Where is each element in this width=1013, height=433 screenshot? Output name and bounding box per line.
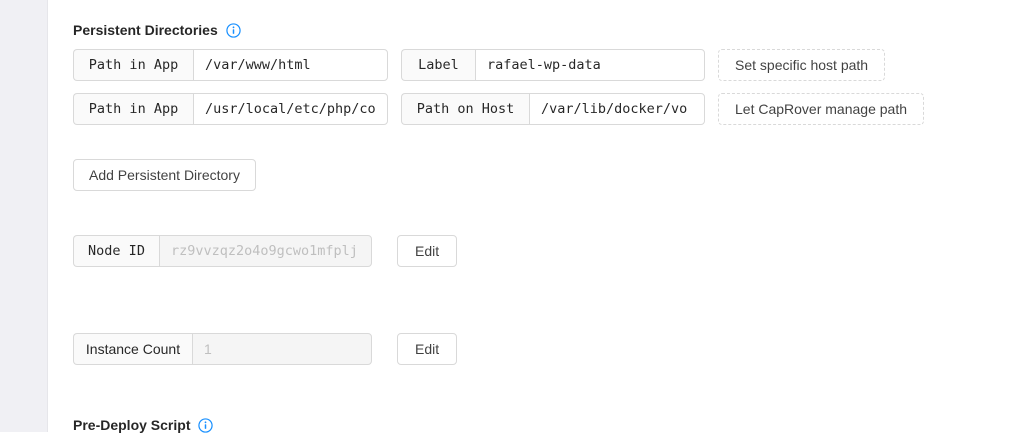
path-on-host-label-2: Path on Host	[401, 93, 529, 125]
settings-content-area: Persistent Directories Path in App /var/…	[49, 0, 1013, 433]
label-group-1: Label rafael-wp-data	[401, 49, 705, 81]
persistent-directories-heading: Persistent Directories	[73, 22, 241, 38]
left-sidebar-rail	[0, 0, 48, 432]
path-on-host-group-2: Path on Host /var/lib/docker/vo	[401, 93, 705, 125]
persistent-directory-row: Path in App /var/www/html Label rafael-w…	[73, 49, 886, 81]
path-in-app-group-1: Path in App /var/www/html	[73, 49, 388, 81]
instance-count-input[interactable]: 1	[192, 333, 372, 365]
label-label-1: Label	[401, 49, 475, 81]
path-in-app-input-1[interactable]: /var/www/html	[193, 49, 388, 81]
instance-count-edit-button[interactable]: Edit	[397, 333, 458, 365]
node-id-row: Node ID rz9vvzqz2o4o9gcwo1mfplj Edit	[73, 235, 458, 267]
path-in-app-label-2: Path in App	[73, 93, 193, 125]
label-input-1[interactable]: rafael-wp-data	[475, 49, 705, 81]
instance-count-group: Instance Count 1	[73, 333, 372, 365]
persistent-directory-row: Path in App /usr/local/etc/php/co Path o…	[73, 93, 924, 125]
instance-count-label: Instance Count	[73, 333, 192, 365]
set-specific-host-path-button[interactable]: Set specific host path	[718, 49, 886, 81]
path-in-app-label-1: Path in App	[73, 49, 193, 81]
path-in-app-group-2: Path in App /usr/local/etc/php/co	[73, 93, 388, 125]
path-in-app-input-2[interactable]: /usr/local/etc/php/co	[193, 93, 388, 125]
node-id-group: Node ID rz9vvzqz2o4o9gcwo1mfplj	[73, 235, 372, 267]
pre-deploy-script-title-text: Pre-Deploy Script	[73, 417, 191, 433]
node-id-input[interactable]: rz9vvzqz2o4o9gcwo1mfplj	[159, 235, 372, 267]
info-circle-icon[interactable]	[198, 417, 214, 433]
persistent-directories-title-text: Persistent Directories	[73, 22, 218, 38]
pre-deploy-script-heading: Pre-Deploy Script	[73, 417, 214, 433]
info-circle-icon[interactable]	[226, 22, 241, 38]
node-id-label: Node ID	[73, 235, 159, 267]
let-caprover-manage-path-button[interactable]: Let CapRover manage path	[718, 93, 924, 125]
add-persistent-directory-button[interactable]: Add Persistent Directory	[73, 159, 256, 191]
path-on-host-input-2[interactable]: /var/lib/docker/vo	[529, 93, 705, 125]
node-id-edit-button[interactable]: Edit	[397, 235, 458, 267]
instance-count-row: Instance Count 1 Edit	[73, 333, 458, 365]
